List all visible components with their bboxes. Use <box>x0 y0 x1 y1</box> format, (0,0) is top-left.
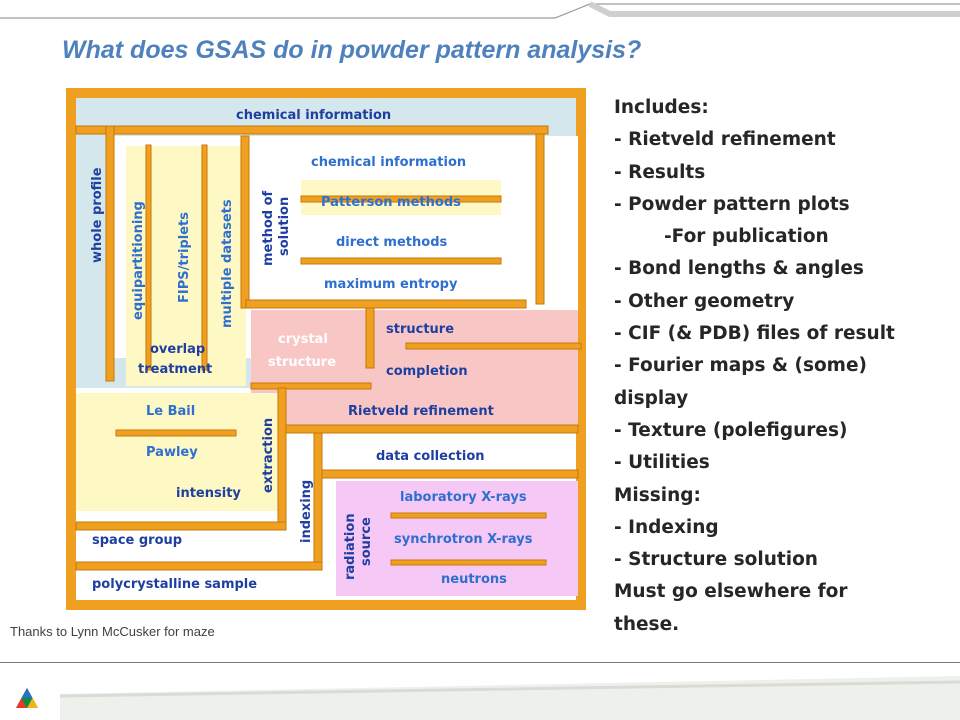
label-chemical-information-outer: chemical information <box>236 108 391 123</box>
includes-subitem-publication: -For publication <box>664 226 829 248</box>
label-method-of: method of <box>261 190 276 266</box>
includes-item-texture: - Texture (polefigures) <box>614 419 848 441</box>
missing-item-structure-solution: - Structure solution <box>614 549 818 571</box>
missing-item-indexing: - Indexing <box>614 516 719 538</box>
label-structure-completion-top: structure <box>386 322 454 337</box>
label-treatment: treatment <box>138 362 212 377</box>
wall <box>201 144 208 371</box>
region-magenta-radiation <box>336 481 578 596</box>
label-polycrystalline-sample: polycrystalline sample <box>92 577 257 592</box>
missing-note-line-2: these. <box>614 613 680 635</box>
includes-item-other-geometry: - Other geometry <box>614 290 795 312</box>
argonne-logo-icon <box>16 688 38 708</box>
wall <box>245 299 527 309</box>
includes-item-rietveld: - Rietveld refinement <box>614 129 836 151</box>
includes-item-utilities: - Utilities <box>614 452 710 474</box>
label-solution: solution <box>277 197 292 256</box>
label-synchrotron-xrays: synchrotron X-rays <box>394 532 533 547</box>
label-structure: structure <box>268 355 336 370</box>
label-crystal: crystal <box>278 332 328 347</box>
label-whole-profile: whole profile <box>90 167 105 263</box>
includes-heading: Includes: <box>614 97 709 118</box>
top-frame-decoration <box>0 1 960 19</box>
footer-band <box>0 664 960 720</box>
region-yellow-extraction <box>76 393 286 511</box>
label-equipartitioning: equipartitioning <box>131 201 146 320</box>
wall <box>390 559 547 566</box>
wall <box>321 469 579 479</box>
slide-title: What does GSAS do in powder pattern anal… <box>62 36 642 64</box>
label-completion: completion <box>386 364 468 379</box>
label-laboratory-xrays: laboratory X-rays <box>400 490 527 505</box>
label-overlap: overlap <box>150 342 205 357</box>
wall <box>75 561 323 571</box>
gsas-maze-diagram: chemical information whole profile equip… <box>66 88 586 610</box>
label-indexing: indexing <box>299 480 314 543</box>
wall <box>145 144 152 371</box>
wall <box>277 387 287 531</box>
label-radiation: radiation <box>343 513 358 580</box>
label-maximum-entropy: maximum entropy <box>324 277 458 292</box>
label-intensity: intensity <box>176 486 241 501</box>
wall <box>285 424 579 434</box>
wall <box>75 521 287 531</box>
wall <box>405 342 582 350</box>
maze-credit: Thanks to Lynn McCusker for maze <box>10 624 215 639</box>
label-neutrons: neutrons <box>441 572 507 587</box>
includes-item-results: - Results <box>614 161 706 183</box>
label-extraction: extraction <box>261 418 276 493</box>
capabilities-list: Includes: - Rietveld refinement - Result… <box>614 92 914 641</box>
wall <box>300 257 502 265</box>
wall <box>115 429 237 437</box>
includes-item-fourier-display: display <box>614 387 689 409</box>
label-data-collection: data collection <box>376 449 485 464</box>
missing-note-line-1: Must go elsewhere for <box>614 581 848 603</box>
label-direct-methods: direct methods <box>336 235 448 250</box>
missing-heading: Missing: <box>614 484 701 506</box>
label-multiple-datasets: multiple datasets <box>220 199 235 328</box>
wall <box>313 432 323 569</box>
label-rietveld-refinement: Rietveld refinement <box>348 404 494 419</box>
wall <box>300 195 502 203</box>
wall <box>75 125 549 135</box>
wall <box>535 133 545 305</box>
label-patterson-methods: Patterson methods <box>321 195 461 210</box>
region-pink-structure <box>251 310 578 433</box>
wall <box>240 135 250 309</box>
wall <box>250 382 372 390</box>
label-chemical-information-inner: chemical information <box>311 155 466 170</box>
label-le-bail: Le Bail <box>146 404 195 419</box>
label-pawley: Pawley <box>146 445 198 460</box>
includes-item-cif-files: - CIF (& PDB) files of result <box>614 323 895 345</box>
label-space-group: space group <box>92 533 182 548</box>
wall <box>390 512 547 519</box>
includes-item-bond-lengths: - Bond lengths & angles <box>614 258 864 280</box>
includes-item-powder-plots: - Powder pattern plots <box>614 193 850 215</box>
wall <box>365 307 375 369</box>
wall <box>105 125 115 382</box>
label-fips-triplets: FIPS/triplets <box>177 212 192 303</box>
label-source: source <box>359 517 374 566</box>
footer-divider <box>0 662 960 663</box>
includes-item-fourier-maps: - Fourier maps & (some) <box>614 355 867 377</box>
